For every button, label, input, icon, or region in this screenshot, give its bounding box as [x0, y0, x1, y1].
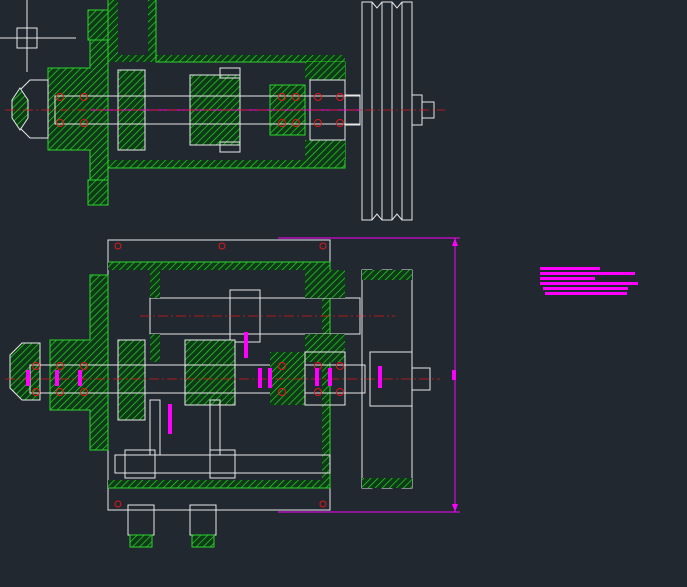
ucs-crosshair-icon	[0, 0, 76, 72]
housing-wall-top	[148, 0, 345, 62]
housing-wall-top-left	[108, 0, 148, 62]
pulley-bottom	[361, 269, 431, 489]
top-section-view	[5, 0, 445, 221]
left-flange-bottom	[50, 275, 108, 450]
pulley-top	[361, 1, 435, 221]
bearings-top	[56, 93, 344, 127]
housing-wall-bottom	[108, 160, 345, 168]
technical-notes-block	[540, 267, 638, 295]
left-flange	[48, 40, 108, 190]
feet	[127, 504, 217, 548]
dimension-marks	[26, 332, 456, 434]
bottom-section-view	[5, 237, 460, 548]
lower-spindle	[114, 454, 331, 474]
